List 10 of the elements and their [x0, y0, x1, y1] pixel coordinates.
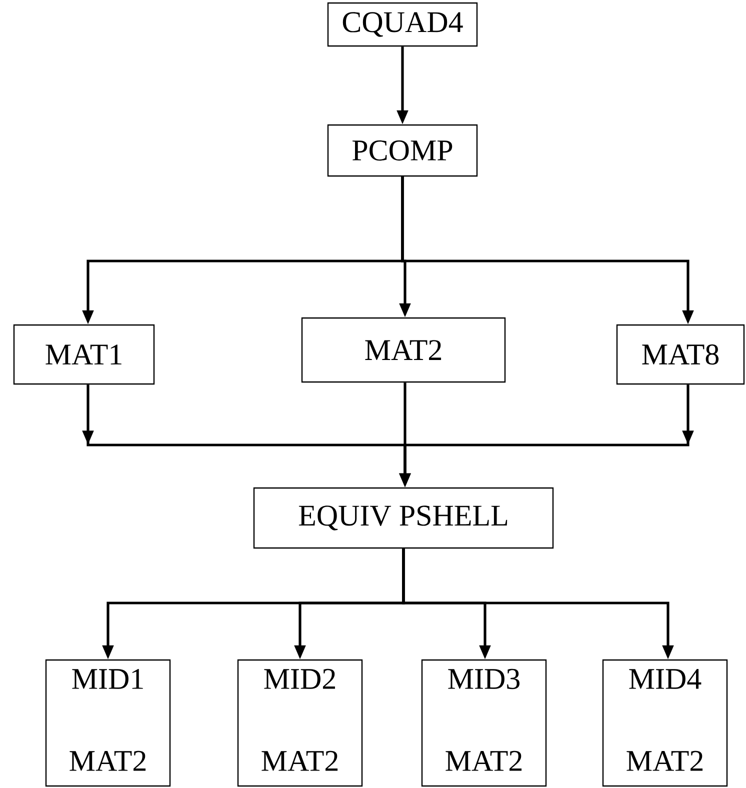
process-box: MID2 MAT2	[237, 659, 363, 787]
process-box: MID3 MAT2	[421, 659, 547, 787]
process-box: MAT1	[13, 324, 155, 385]
process-box: MAT2	[301, 317, 506, 383]
process-box: MAT8	[616, 324, 745, 385]
process-box: EQUIV PSHELL	[253, 487, 554, 549]
process-box: MID4 MAT2	[602, 659, 728, 787]
process-box: PCOMP	[327, 124, 478, 177]
process-box: MID1 MAT2	[45, 659, 171, 787]
process-box: CQUAD4	[327, 2, 478, 47]
